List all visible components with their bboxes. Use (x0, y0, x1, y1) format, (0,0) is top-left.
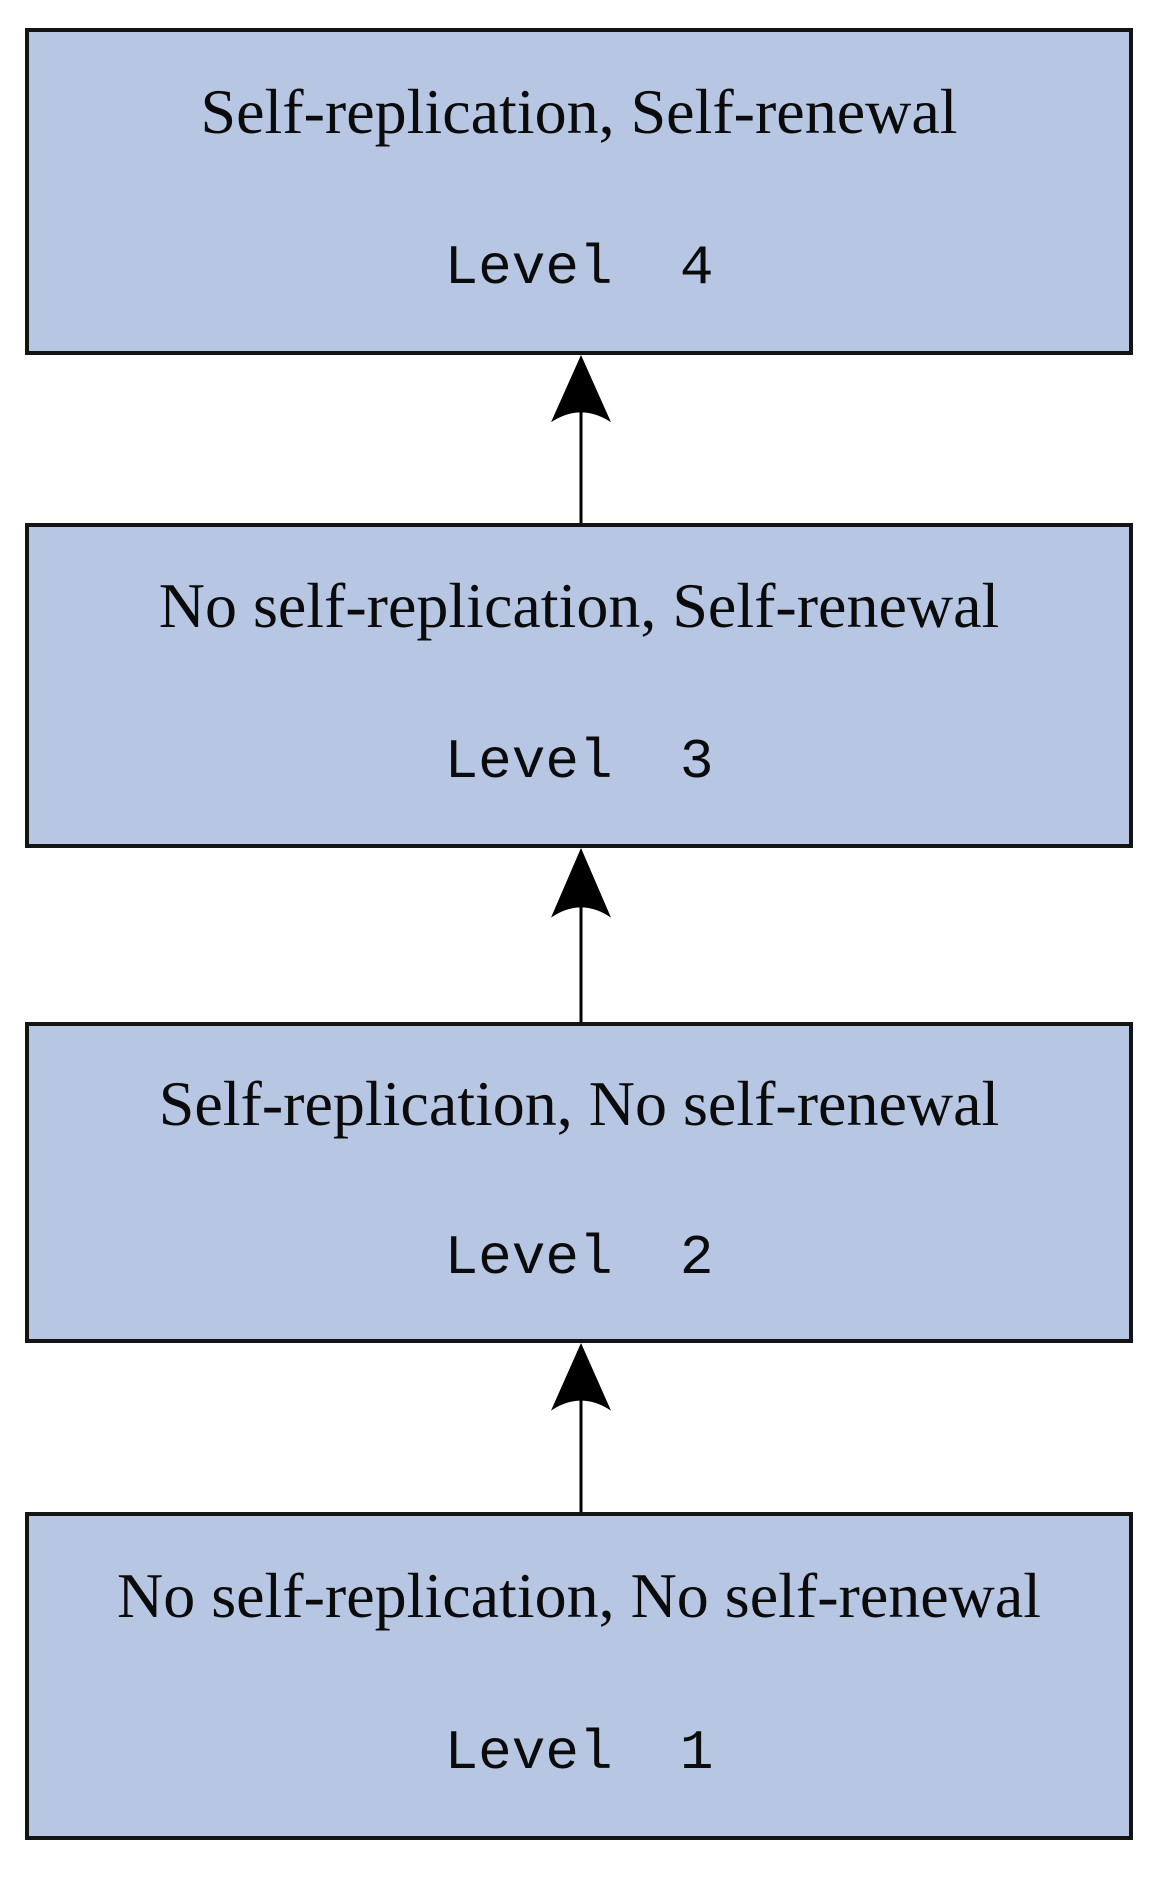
capability-label: Self-replication, Self-renewal (200, 75, 958, 147)
level-label: Level 2 (444, 1225, 714, 1290)
level-box-4: Self-replication, Self-renewal Level 4 (25, 28, 1133, 355)
level-label: Level 4 (444, 236, 714, 301)
arrow-up-icon (549, 1343, 613, 1512)
level-box-2: Self-replication, No self-renewal Level … (25, 1022, 1133, 1343)
arrow-up-icon (549, 848, 613, 1022)
level-box-3: No self-replication, Self-renewal Level … (25, 523, 1133, 848)
capability-label: No self-replication, No self-renewal (116, 1560, 1042, 1631)
capability-label: Self-replication, No self-renewal (158, 1068, 1000, 1140)
arrow-up-icon (549, 355, 613, 523)
level-label: Level 3 (444, 729, 714, 794)
level-label: Level 1 (444, 1720, 714, 1785)
level-box-1: No self-replication, No self-renewal Lev… (25, 1512, 1133, 1840)
capability-label: No self-replication, Self-renewal (158, 570, 1000, 642)
